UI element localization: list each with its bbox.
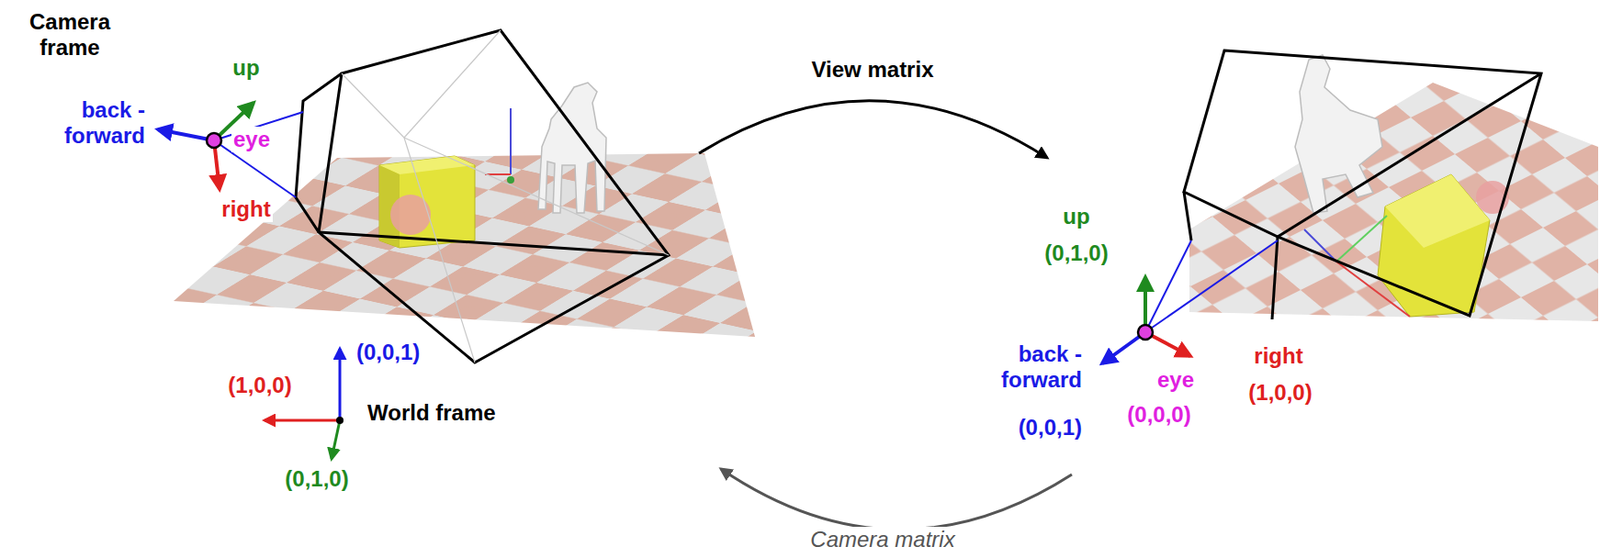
- world-z-axis: [338, 349, 342, 421]
- eye-ray: [1145, 240, 1192, 333]
- horse-model: [1295, 55, 1383, 214]
- sphere: [390, 194, 431, 236]
- view-frustum: [1183, 50, 1542, 320]
- eye-ray: [1145, 240, 1278, 333]
- axis-coordinate: (0,0,1): [354, 339, 422, 366]
- axis-label: right: [1251, 343, 1305, 370]
- axis-label: back -forward: [33, 97, 147, 148]
- cube: [1377, 174, 1490, 317]
- axis-coordinate: (0,1,0): [1042, 240, 1110, 267]
- axis-coordinate: (0,1,0): [282, 466, 350, 493]
- scene-axis-z: [509, 108, 512, 175]
- frame-title: World frame: [365, 400, 498, 427]
- axis-coordinate: (1,0,0): [1246, 380, 1314, 406]
- axis-coordinate: (1,0,0): [225, 372, 293, 399]
- world-x-axis: [264, 419, 340, 423]
- axis-coordinate: (0,0,1): [1016, 415, 1084, 441]
- eye-dot: [206, 133, 222, 148]
- transform-label: View matrix: [810, 56, 936, 83]
- horse-model: [538, 82, 607, 214]
- frame-title: Camera frame: [8, 9, 132, 60]
- axis-label: right: [219, 196, 272, 223]
- eye-label: eye: [1155, 367, 1196, 394]
- eye-label: eye: [231, 126, 272, 153]
- world-origin: [336, 416, 344, 425]
- eye-dot: [1138, 325, 1153, 340]
- view-matrix-arrow: [698, 101, 1048, 158]
- world-y-axis: [331, 420, 340, 460]
- ground-plane: [173, 153, 755, 338]
- view-frustum: [295, 30, 669, 363]
- frustum-guides: [341, 30, 669, 363]
- scene-axis-z: [1304, 229, 1337, 262]
- camera-matrix-arrow: [721, 469, 1072, 530]
- cube-top: [379, 156, 475, 175]
- scene-axis-y: [507, 176, 515, 184]
- transform-label: Camera matrix: [808, 527, 957, 553]
- axis-label: up: [230, 55, 261, 81]
- axis-coordinate: (0,0,0): [1125, 402, 1193, 429]
- axis-label: up: [1060, 203, 1092, 230]
- scene-axis-x: [1336, 261, 1410, 317]
- back-axis: [157, 129, 215, 141]
- cube-top: [1385, 174, 1490, 248]
- cube: [379, 156, 475, 248]
- axis-label: back -forward: [969, 341, 1084, 393]
- scene-axis-y: [1336, 215, 1387, 262]
